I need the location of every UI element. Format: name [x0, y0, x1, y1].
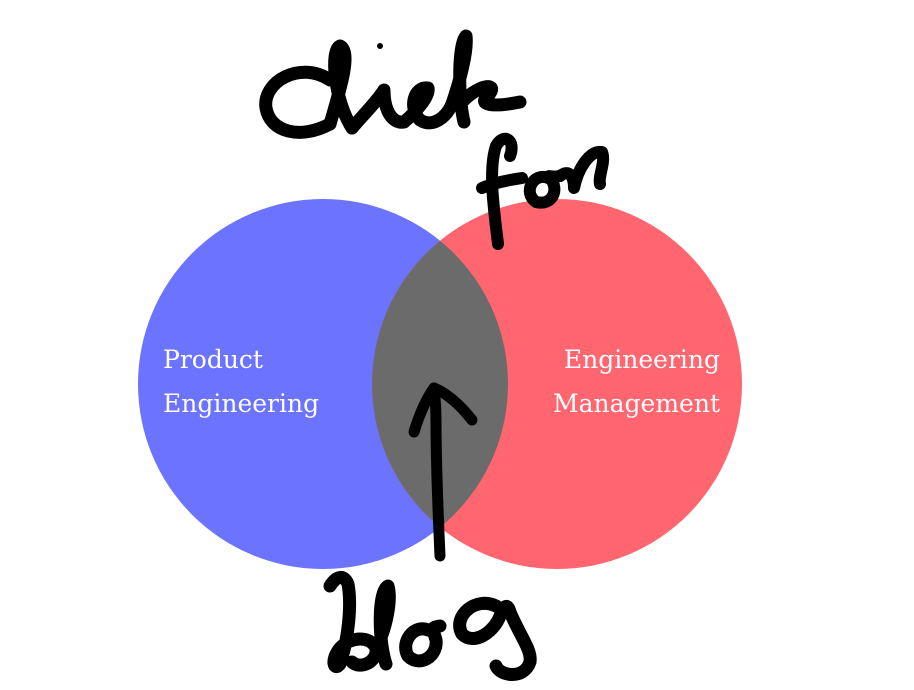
i-dot — [377, 43, 383, 49]
intersection-region — [372, 199, 508, 569]
left-label-line-1: Product — [163, 345, 263, 374]
arrow-up-icon — [408, 382, 478, 562]
right-label-line-2: Management — [553, 389, 720, 418]
left-label-line-2: Engineering — [163, 389, 319, 418]
handwritten-blog — [323, 571, 537, 681]
handwritten-click — [259, 29, 527, 139]
handwritten-for — [476, 132, 610, 250]
right-label-line-1: Engineering — [564, 345, 720, 374]
